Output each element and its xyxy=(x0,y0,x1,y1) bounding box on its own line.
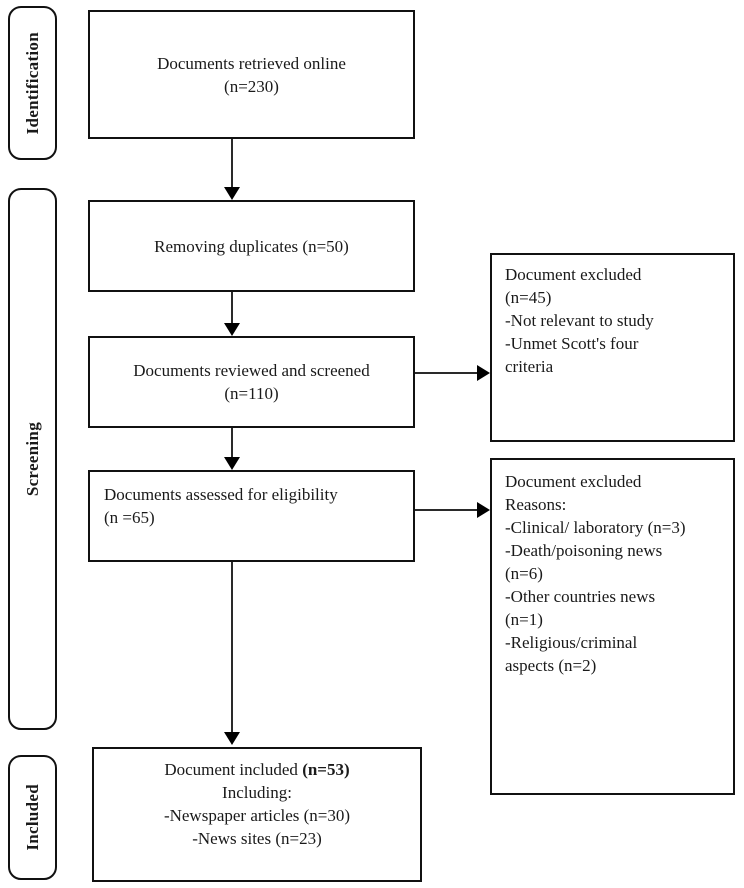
box-count: (n =65) xyxy=(104,508,155,527)
arrow-line xyxy=(415,372,478,374)
box-removing-duplicates: Removing duplicates (n=50) xyxy=(88,200,415,292)
box-excluded-screening: Document excluded (n=45) -Not relevant t… xyxy=(490,253,735,442)
included-item: -News sites (n=23) xyxy=(192,829,322,848)
box-documents-included: Document included (n=53) Including: -New… xyxy=(92,747,422,882)
arrow-line xyxy=(231,139,233,188)
exclusion-reason: -Other countries news (n=1) xyxy=(505,587,656,629)
arrow-line xyxy=(231,292,233,324)
arrow-line xyxy=(415,509,478,511)
stage-label-text: Identification xyxy=(23,31,42,135)
arrow-line xyxy=(231,562,233,733)
box-documents-assessed: Documents assessed for eligibility (n =6… xyxy=(88,470,415,562)
box-title: Removing duplicates (n=50) xyxy=(154,236,349,256)
exclusion-reason: -Religious/criminal aspects (n=2) xyxy=(505,633,638,675)
box-title: Document included (n=53) xyxy=(164,760,350,779)
box-count: (n=230) xyxy=(224,76,279,96)
exclusion-reason: -Unmet Scott's four criteria xyxy=(505,334,639,376)
arrow-head xyxy=(477,365,490,381)
box-subtitle: Including: xyxy=(222,783,292,802)
box-documents-reviewed: Documents reviewed and screened (n=110) xyxy=(88,336,415,428)
stage-label-included: Included xyxy=(8,755,57,880)
stage-label-text: Screening xyxy=(23,421,42,497)
stage-label-identification: Identification xyxy=(8,6,57,160)
exclusion-subtitle: Reasons: xyxy=(505,495,567,514)
box-excluded-eligibility: Document excluded Reasons: -Clinical/ la… xyxy=(490,458,735,795)
arrow-head xyxy=(224,187,240,200)
exclusion-reason: -Not relevant to study xyxy=(505,311,654,330)
included-count-bold: (n=53) xyxy=(302,760,350,779)
stage-label-text: Included xyxy=(23,784,42,851)
exclusion-title: Document excluded xyxy=(505,472,642,491)
included-item: -Newspaper articles (n=30) xyxy=(163,806,351,825)
box-documents-retrieved: Documents retrieved online (n=230) xyxy=(88,10,415,139)
stage-label-screening: Screening xyxy=(8,188,57,730)
exclusion-header: Document excluded (n=45) xyxy=(505,263,725,309)
arrow-line xyxy=(231,428,233,458)
exclusion-count: (n=45) xyxy=(505,288,552,307)
arrow-head xyxy=(224,732,240,745)
exclusion-reason: -Death/poisoning news (n=6) xyxy=(505,541,663,583)
box-title: Documents assessed for eligibility xyxy=(104,485,338,504)
box-title: Documents retrieved online xyxy=(157,53,346,73)
arrow-head xyxy=(224,323,240,336)
arrow-head xyxy=(477,502,490,518)
arrow-head xyxy=(224,457,240,470)
exclusion-reason: -Clinical/ laboratory (n=3) xyxy=(505,518,686,537)
exclusion-title: Document excluded xyxy=(505,265,642,284)
box-count: (n=110) xyxy=(224,384,279,403)
box-title: Documents reviewed and screened xyxy=(133,361,370,380)
